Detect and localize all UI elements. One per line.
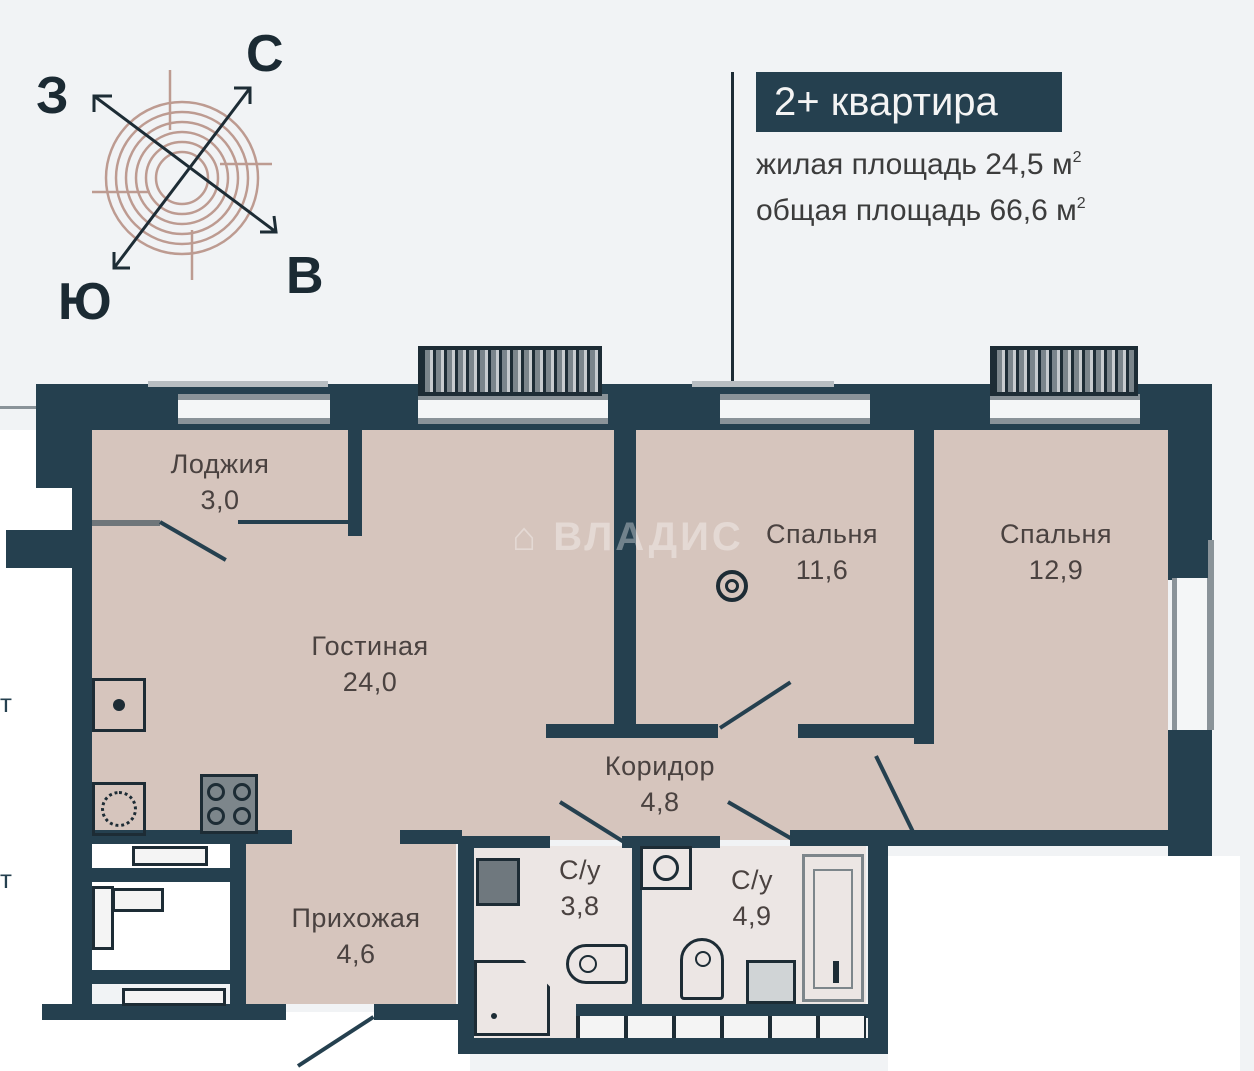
loggia-partition-left bbox=[92, 520, 160, 526]
ventilation-shaft-icon bbox=[92, 678, 146, 732]
stove-icon bbox=[200, 774, 258, 834]
corridor-fill bbox=[420, 730, 1168, 840]
toilet-2-icon bbox=[680, 938, 724, 1000]
compass-west-label: З bbox=[36, 67, 69, 125]
total-area-line: общая площадь 66,6 м2 bbox=[756, 186, 1086, 229]
room-label-bedroom-2: Спальня 12,9 bbox=[1000, 519, 1112, 585]
bedroom-divider-wall bbox=[914, 430, 934, 744]
bottom-wall-left bbox=[42, 1004, 286, 1020]
bath-left-wall bbox=[458, 836, 474, 1048]
window-loggia-sill bbox=[148, 381, 328, 387]
window-right-edge bbox=[1208, 540, 1214, 730]
compass-south-label: Ю bbox=[58, 273, 112, 331]
room-label-bathroom-1: С/у 3,8 bbox=[559, 855, 601, 921]
badge-notch bbox=[1062, 72, 1072, 132]
closet-lower-wall bbox=[92, 970, 230, 984]
room-label-bedroom-1: Спальня 11,6 bbox=[766, 519, 878, 585]
left-edge-line bbox=[0, 406, 36, 409]
right-wall-upper bbox=[1168, 384, 1212, 580]
living-bedroom-wall bbox=[614, 430, 636, 730]
watermark: ⌂ ВЛАДИС bbox=[512, 515, 744, 560]
closet-shelf-bottom bbox=[122, 988, 226, 1006]
total-area-label: общая площадь bbox=[756, 194, 982, 227]
compass-east-label: В bbox=[286, 247, 324, 305]
living-area-value: 24,5 м bbox=[985, 148, 1073, 181]
room-label-loggia: Лоджия 3,0 bbox=[170, 449, 270, 515]
living-area-unit-sup: 2 bbox=[1072, 149, 1082, 166]
window-bedroom-1-sill bbox=[692, 381, 834, 387]
bottom-wall-mid bbox=[374, 1004, 460, 1020]
left-wall bbox=[72, 430, 92, 1012]
pointer-line bbox=[731, 72, 734, 572]
bedroom-2-radiator bbox=[990, 346, 1138, 396]
kitchen-sink-icon bbox=[92, 782, 146, 836]
bathroom-counter bbox=[576, 1016, 866, 1038]
room-label-bathroom-2: С/у 4,9 bbox=[731, 865, 773, 931]
bedroom-1-fill bbox=[636, 430, 914, 730]
bottom-outside-area bbox=[0, 1012, 470, 1071]
apartment-type-badge: 2+ квартира bbox=[756, 72, 1072, 132]
window-bedroom-1 bbox=[720, 394, 870, 424]
hall-top-wall bbox=[400, 830, 462, 844]
closet-shelf-horizontal bbox=[112, 888, 164, 912]
living-room-radiator bbox=[418, 346, 602, 396]
closet-shelf-vertical bbox=[92, 886, 114, 950]
room-label-living-room: Гостиная 24,0 bbox=[311, 631, 429, 697]
compass-rose-icon bbox=[92, 70, 278, 280]
side-fragment-2: т bbox=[0, 864, 12, 894]
toilet-1-icon bbox=[566, 944, 628, 984]
bottom-right-outside-area bbox=[888, 856, 1240, 1071]
sink-icon bbox=[746, 960, 796, 1004]
water-heater-icon bbox=[476, 858, 520, 906]
bedroom-1-bottom-wall-right bbox=[798, 724, 932, 738]
room-label-hallway: Прихожая 4,6 bbox=[291, 903, 421, 969]
bathtub-icon bbox=[802, 854, 864, 1002]
window-bedroom-2 bbox=[990, 394, 1140, 424]
bath-top-wall-mid bbox=[622, 836, 720, 848]
side-fragment-1: т bbox=[0, 688, 12, 718]
living-area-label: жилая площадь bbox=[756, 148, 977, 181]
window-loggia bbox=[178, 394, 330, 424]
living-area-line: жилая площадь 24,5 м2 bbox=[756, 140, 1081, 183]
washing-machine-icon bbox=[640, 846, 692, 890]
loggia-partition-right bbox=[238, 520, 350, 524]
bath-right-wall bbox=[868, 836, 888, 1048]
corridor-bottom-wall-right bbox=[790, 830, 1210, 846]
total-area-unit-sup: 2 bbox=[1076, 195, 1086, 212]
bath-top-wall-left bbox=[458, 836, 550, 848]
left-outside-area bbox=[0, 430, 78, 1071]
window-living bbox=[418, 394, 608, 424]
bath-bottom-wall-inner bbox=[576, 1004, 868, 1018]
closet-shelf-top bbox=[132, 846, 208, 866]
hallway-fill bbox=[246, 836, 456, 1004]
closet-right-wall bbox=[230, 842, 246, 1012]
total-area-value: 66,6 м bbox=[989, 194, 1077, 227]
bedroom-1-bottom-wall-left bbox=[546, 724, 718, 738]
bath-divider-wall bbox=[632, 846, 642, 1016]
compass-north-label: С bbox=[246, 25, 284, 83]
closet-mid-wall bbox=[92, 868, 230, 882]
apartment-type-label: 2+ квартира bbox=[774, 80, 998, 124]
room-marker-icon bbox=[716, 570, 748, 602]
loggia-wall bbox=[348, 430, 362, 536]
room-label-corridor: Коридор 4,8 bbox=[604, 751, 716, 817]
house-key-icon: ⌂ bbox=[512, 515, 540, 559]
bottom-wall-bath bbox=[458, 1038, 888, 1054]
window-bedroom-2-side bbox=[1172, 578, 1212, 730]
watermark-text: ВЛАДИС bbox=[553, 515, 744, 559]
